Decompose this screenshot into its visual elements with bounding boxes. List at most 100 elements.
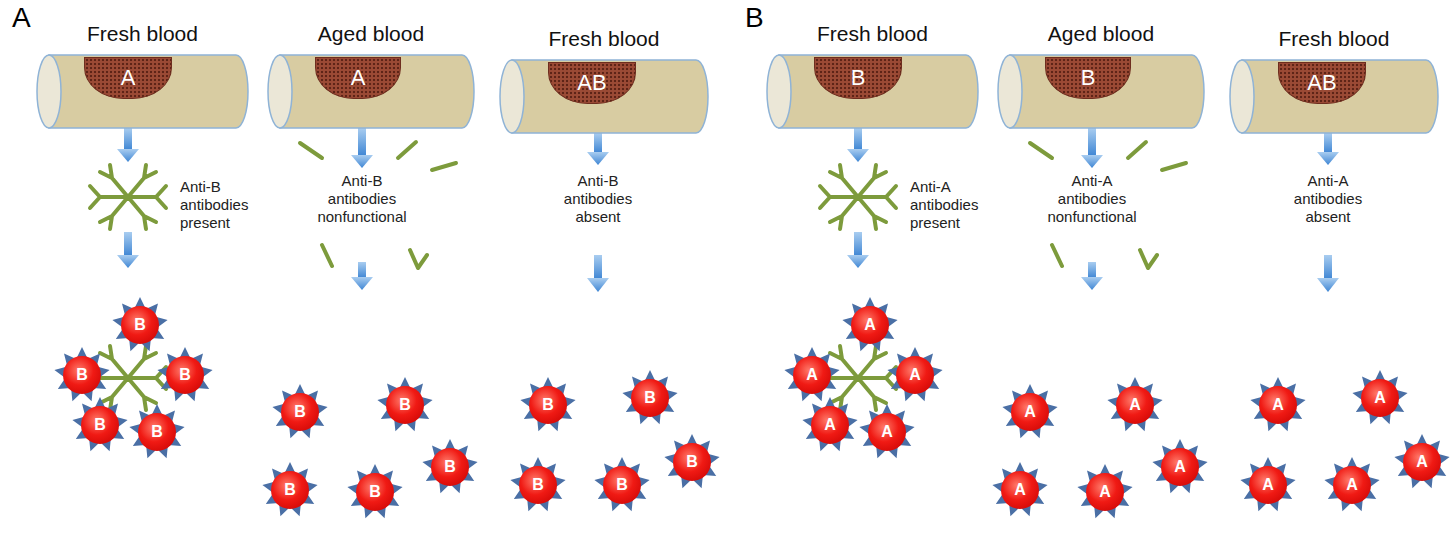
antigen-spikes [272, 384, 327, 438]
blood-tube: Fresh bloodA [37, 55, 248, 128]
antigen-spikes [859, 404, 914, 458]
tube-opening [998, 55, 1022, 128]
cell-body: A [1403, 443, 1441, 481]
antigen-spikes [262, 462, 317, 516]
cell-body: B [63, 356, 101, 394]
tube-heading: Fresh blood [747, 22, 998, 46]
antigen-letter: B [179, 366, 191, 384]
antigen-spikes [802, 397, 857, 451]
tube-opening [268, 55, 292, 128]
red-blood-cell: B [72, 397, 128, 453]
antibody-note: Anti-B antibodies nonfunctional [312, 172, 412, 226]
cell-body: A [793, 356, 831, 394]
antibody-note: Anti-B antibodies absent [548, 172, 648, 226]
red-blood-cell: B [54, 347, 110, 403]
antigen-letter: A [1262, 476, 1274, 494]
blood-type-label: AB [577, 70, 606, 96]
cell-body: A [1259, 386, 1297, 424]
antigen-letter: A [824, 416, 836, 434]
panel-letter: A [12, 2, 31, 34]
antigen-spikes [1352, 370, 1407, 424]
antigen-letter: B [532, 476, 544, 494]
antigen-spikes [72, 397, 127, 451]
antigen-spikes [422, 439, 477, 493]
cell-body: B [138, 413, 176, 451]
antigen-letter: A [1416, 453, 1428, 471]
cell-body: B [386, 386, 424, 424]
red-blood-cell: A [784, 347, 840, 403]
cell-body: B [166, 356, 204, 394]
tube-heading: Fresh blood [17, 22, 268, 46]
red-blood-cell: B [112, 297, 168, 353]
red-blood-cell: A [1250, 377, 1306, 433]
antigen-spikes [887, 347, 942, 401]
antigen-spikes [112, 297, 167, 351]
tube-heading: Fresh blood [1210, 27, 1453, 51]
antigen-letter: A [881, 423, 893, 441]
red-blood-cell: A [1107, 377, 1163, 433]
red-blood-cell: B [272, 384, 328, 440]
antibody-note: Anti-A antibodies present [910, 178, 992, 232]
flow-arrows [117, 128, 609, 292]
cell-body: B [529, 386, 567, 424]
tube-heading: Aged blood [248, 22, 494, 46]
antigen-letter: B [294, 403, 306, 421]
red-blood-cell: A [802, 397, 858, 453]
tube-opening [37, 55, 61, 128]
red-blood-cell: A [887, 347, 943, 403]
red-blood-cell: B [664, 434, 720, 490]
tube-opening [767, 55, 791, 128]
tube-body [779, 55, 978, 128]
cell-body: A [811, 406, 849, 444]
cell-body: A [1361, 379, 1399, 417]
cell-body: A [1333, 466, 1371, 504]
antigen-spikes [784, 347, 839, 401]
cell-body: B [673, 443, 711, 481]
antigen-letter: B [151, 423, 163, 441]
tube-body [280, 55, 474, 128]
antigen-letter: A [1024, 403, 1036, 421]
panel-letter: B [745, 2, 764, 34]
red-blood-cell: A [1152, 439, 1208, 495]
antigen-spikes [129, 404, 184, 458]
blood-tube: Fresh bloodAB [500, 60, 708, 133]
cell-body: A [851, 306, 889, 344]
tube-opening [500, 60, 524, 133]
antigen-spikes [842, 297, 897, 351]
red-blood-cell: B [129, 404, 185, 460]
cell-body: B [431, 448, 469, 486]
antigen-spikes [1240, 457, 1295, 511]
tube-body [49, 55, 248, 128]
cell-body: B [81, 406, 119, 444]
red-blood-cell: A [992, 462, 1048, 518]
antibody-note: Anti-B antibodies present [180, 178, 262, 232]
blood-type-label: A [351, 65, 366, 91]
antigen-letter: B [616, 476, 628, 494]
antigen-spikes [1394, 434, 1449, 488]
antigen-letter: B [444, 458, 456, 476]
antigen-letter: B [399, 396, 411, 414]
blood-tube: Fresh bloodAB [1230, 60, 1438, 133]
tube-body [512, 60, 708, 133]
cell-body: B [356, 473, 394, 511]
antigen-spikes [992, 462, 1047, 516]
red-blood-cell: B [510, 457, 566, 513]
red-blood-cell: A [1394, 434, 1450, 490]
antibody-symbol [90, 165, 166, 229]
blood-type-label: B [1081, 65, 1096, 91]
cell-body: B [271, 471, 309, 509]
antigen-spikes [1250, 377, 1305, 431]
red-blood-cell: B [520, 377, 576, 433]
tube-heading: Fresh blood [480, 27, 728, 51]
blood-type-label: AB [1307, 70, 1336, 96]
blood-tube: Aged bloodA [268, 55, 474, 128]
antigen-spikes [347, 464, 402, 518]
blood-type-label: A [121, 65, 136, 91]
antibody-fragments [300, 142, 456, 268]
antigen-letter: A [1346, 476, 1358, 494]
antigen-spikes [510, 457, 565, 511]
red-blood-cell: A [842, 297, 898, 353]
antibody-note: Anti-A antibodies absent [1278, 172, 1378, 226]
red-blood-cell: A [1077, 464, 1133, 520]
tube-body [1010, 55, 1204, 128]
